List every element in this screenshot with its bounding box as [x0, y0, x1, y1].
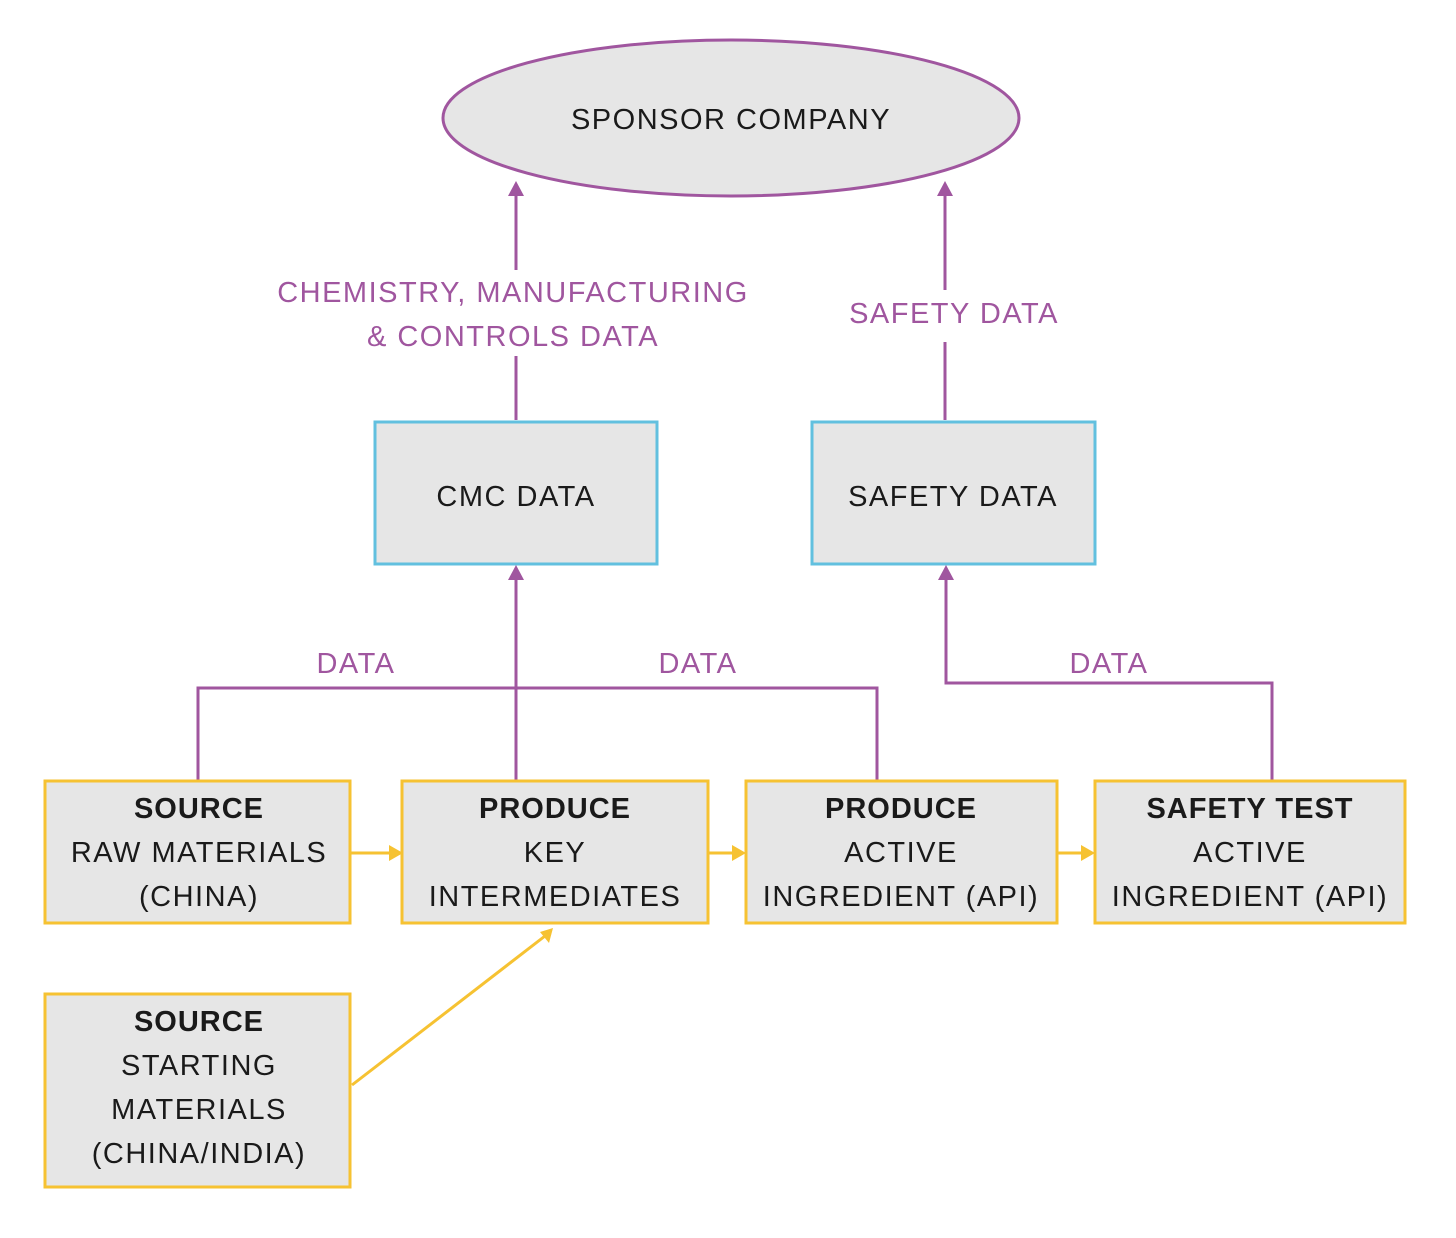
cmc-flow-label-line2: & CONTROLS DATA: [367, 321, 659, 353]
data-connector-safety: [938, 565, 1274, 780]
safety-test-line1: ACTIVE: [1193, 837, 1307, 869]
cmc-data-label: CMC DATA: [436, 481, 595, 513]
safety-data-box: SAFETY DATA: [810, 420, 1097, 566]
cmc-flow-label-line1: CHEMISTRY, MANUFACTURING: [277, 277, 749, 309]
safety-flow-label: SAFETY DATA: [849, 298, 1059, 330]
raw-materials-box: SOURCE RAW MATERIALS (CHINA): [43, 779, 352, 925]
safety-test-heading: SAFETY TEST: [1146, 793, 1353, 825]
safety-to-sponsor-arrow: [937, 181, 953, 420]
key-intermediates-line1: KEY: [524, 837, 587, 869]
flow-arrow-starting-to-key: [351, 928, 553, 1087]
active-ingredient-box: PRODUCE ACTIVE INGREDIENT (API): [744, 779, 1059, 925]
data-label-middle: DATA: [658, 648, 737, 680]
safety-test-line2: INGREDIENT (API): [1112, 881, 1388, 913]
data-label-right: DATA: [1069, 648, 1148, 680]
flow-arrow-raw-to-key: [351, 845, 403, 861]
safety-test-box: SAFETY TEST ACTIVE INGREDIENT (API): [1093, 779, 1407, 925]
flow-arrow-key-to-active: [709, 845, 746, 861]
raw-materials-line2: (CHINA): [139, 881, 259, 913]
sponsor-company-node: SPONSOR COMPANY: [441, 38, 1021, 198]
cmc-data-box: CMC DATA: [373, 420, 659, 566]
starting-materials-line3: (CHINA/INDIA): [92, 1138, 306, 1170]
raw-materials-line1: RAW MATERIALS: [71, 837, 327, 869]
data-connector-cmc: [196, 565, 879, 780]
key-intermediates-line2: INTERMEDIATES: [429, 881, 682, 913]
starting-materials-line1: STARTING: [121, 1050, 277, 1082]
starting-materials-box: SOURCE STARTING MATERIALS (CHINA/INDIA): [43, 992, 352, 1189]
key-intermediates-box: PRODUCE KEY INTERMEDIATES: [400, 779, 710, 925]
active-ingredient-heading: PRODUCE: [825, 793, 977, 825]
starting-materials-heading: SOURCE: [134, 1006, 264, 1038]
cmc-to-sponsor-arrow: [508, 181, 524, 420]
data-label-left: DATA: [316, 648, 395, 680]
raw-materials-heading: SOURCE: [134, 793, 264, 825]
safety-data-label: SAFETY DATA: [848, 481, 1058, 513]
active-ingredient-line2: INGREDIENT (API): [763, 881, 1039, 913]
sponsor-company-label: SPONSOR COMPANY: [571, 104, 891, 136]
key-intermediates-heading: PRODUCE: [479, 793, 631, 825]
starting-materials-line2: MATERIALS: [111, 1094, 287, 1126]
active-ingredient-line1: ACTIVE: [844, 837, 958, 869]
flow-arrow-active-to-safety: [1058, 845, 1095, 861]
